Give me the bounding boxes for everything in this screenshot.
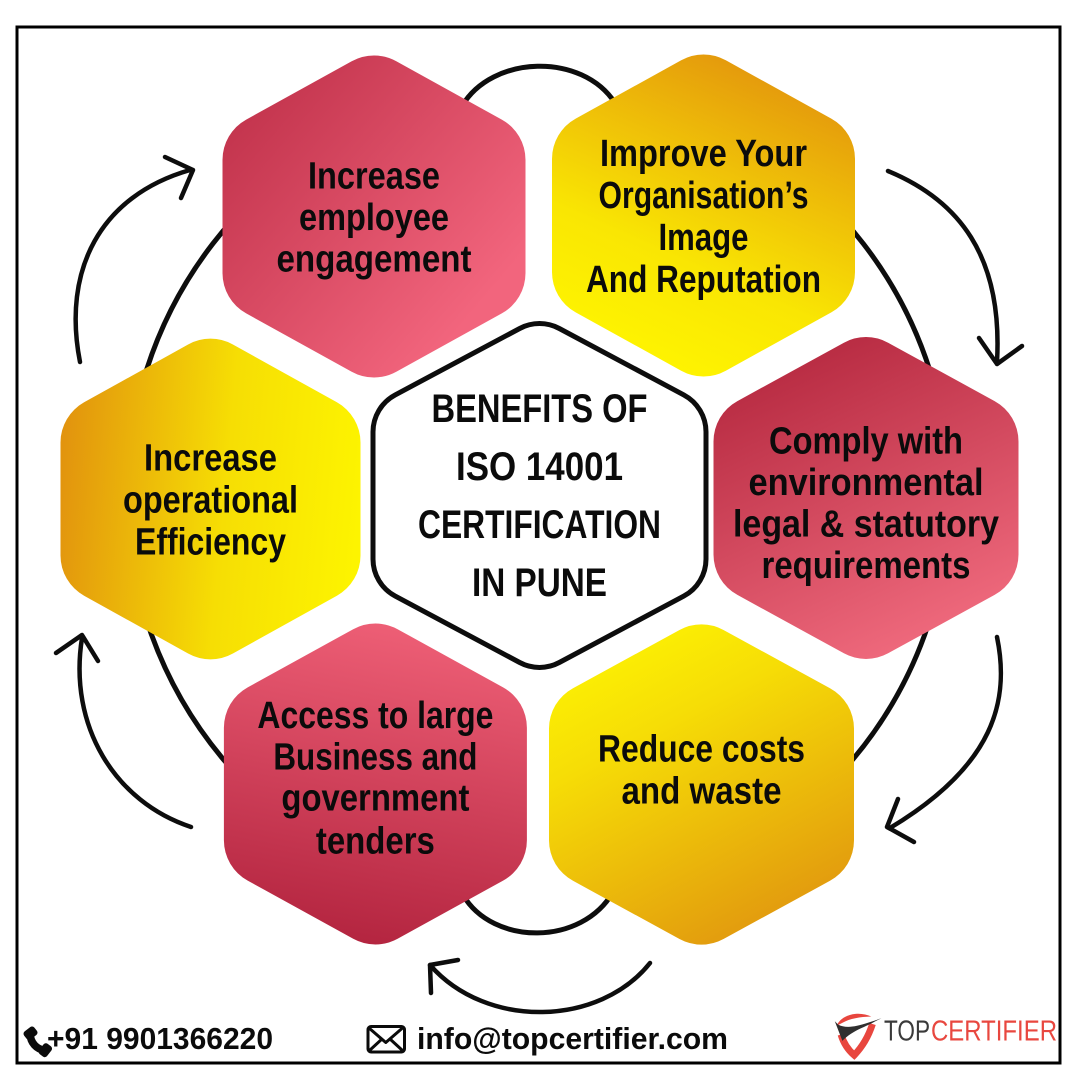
svg-text:info@topcertifier.com: info@topcertifier.com [417, 1021, 728, 1056]
svg-text:Organisation’s: Organisation’s [599, 175, 809, 217]
svg-text:CERTIFIER: CERTIFIER [931, 1016, 1057, 1048]
svg-text:Increase: Increase [308, 155, 440, 197]
svg-text:operational: operational [123, 479, 298, 521]
svg-text:IN PUNE: IN PUNE [472, 561, 607, 605]
svg-text:Improve Your: Improve Your [600, 133, 807, 175]
svg-text:Comply with: Comply with [769, 420, 963, 462]
svg-text:+91 9901366220: +91 9901366220 [47, 1021, 273, 1056]
svg-text:Increase: Increase [144, 437, 277, 479]
svg-text:ISO 14001: ISO 14001 [456, 445, 623, 489]
svg-text:TOP: TOP [884, 1016, 930, 1048]
svg-text:Reduce costs: Reduce costs [598, 728, 805, 770]
svg-text:Efficiency: Efficiency [135, 521, 286, 563]
svg-text:employee: employee [299, 197, 449, 239]
svg-text:government: government [281, 777, 469, 819]
svg-text:and waste: and waste [622, 770, 782, 812]
svg-text:Access to large: Access to large [257, 695, 493, 737]
svg-text:legal & statutory: legal & statutory [733, 503, 999, 545]
svg-text:And Reputation: And Reputation [586, 259, 821, 301]
svg-text:tenders: tenders [316, 820, 435, 862]
svg-text:Image: Image [659, 217, 749, 259]
svg-text:CERTIFICATION: CERTIFICATION [418, 503, 661, 547]
svg-text:environmental: environmental [749, 462, 984, 504]
svg-text:Business and: Business and [273, 736, 477, 778]
svg-text:engagement: engagement [277, 238, 472, 280]
svg-text:requirements: requirements [762, 545, 971, 587]
svg-text:BENEFITS OF: BENEFITS OF [432, 387, 648, 431]
